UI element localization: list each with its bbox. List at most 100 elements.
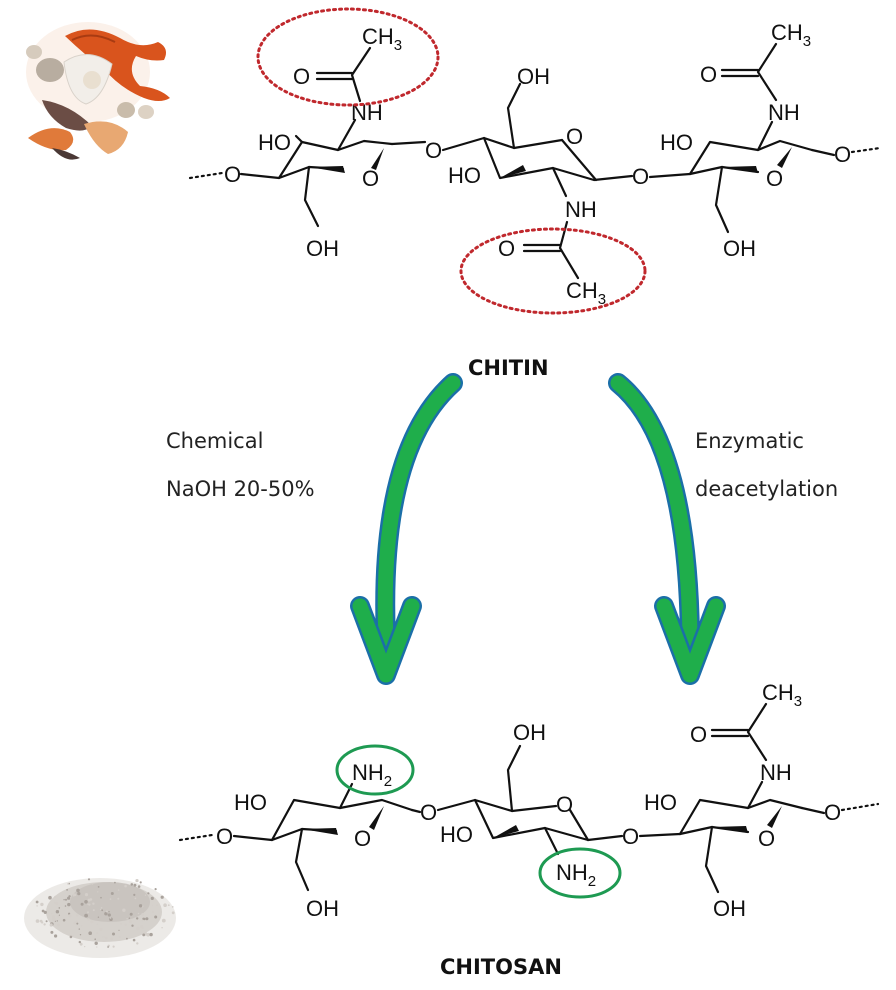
powder-grain [75, 914, 79, 917]
hydroxyl-ho: HO [644, 790, 677, 815]
chain-continuation-left [188, 171, 224, 180]
powder-grain [64, 905, 67, 907]
powder-grain [84, 946, 86, 948]
powder-grain [149, 932, 153, 937]
powder-grain [49, 923, 53, 927]
powder-grain [109, 917, 112, 919]
hydroxyl-oh: OH [723, 236, 756, 261]
glycosidic-oxygen-2: O [622, 824, 639, 849]
chemical-label: Chemical [166, 429, 263, 453]
powder-grain [77, 892, 81, 896]
powder-grain [50, 930, 54, 934]
powder-grain [58, 914, 61, 916]
powder-grain [133, 893, 136, 897]
amine-highlight-1 [335, 744, 415, 796]
powder-grain [137, 885, 141, 888]
powder-grain [48, 895, 52, 900]
chitin-structure: O O HO OH NH O CH3 [188, 7, 882, 315]
powder-grain [103, 936, 106, 938]
powder-grain [57, 915, 60, 918]
powder-grain [110, 892, 114, 895]
powder-grain [141, 919, 144, 922]
chain-continuation-left [178, 833, 214, 842]
powder-grain [132, 938, 136, 942]
powder-grain [96, 923, 99, 925]
powder-grain [136, 942, 139, 945]
powder-grain [126, 917, 128, 920]
amine-highlight-2 [538, 847, 622, 899]
powder-grain [67, 902, 71, 907]
powder-grain [140, 925, 144, 929]
hydroxyl-ho: HO [660, 130, 693, 155]
powder-grain [50, 912, 53, 915]
powder-grain [87, 898, 91, 902]
hydroxyl-oh: OH [517, 64, 550, 89]
enzymatic-arrow [608, 373, 726, 685]
powder-grain [69, 897, 72, 899]
powder-grain [154, 915, 158, 919]
powder-grain [94, 938, 96, 940]
powder-grain [156, 904, 159, 907]
powder-grain [128, 917, 131, 919]
powder-grain [41, 909, 45, 913]
powder-grain [99, 927, 103, 932]
powder-grain [112, 932, 115, 936]
ring-oxygen: O [766, 166, 783, 191]
ring-oxygen: O [566, 124, 583, 149]
hydroxyl-ho: HO [440, 822, 473, 847]
glycosidic-oxygen-1: O [425, 138, 442, 163]
powder-grain [54, 934, 58, 938]
seafood-illustration [26, 22, 170, 160]
powder-grain [142, 933, 146, 937]
powder-grain [72, 893, 77, 897]
powder-grain [78, 940, 82, 944]
chitosan-unit-1: O HO OH NH2 [232, 744, 415, 921]
methyl-ch3: CH3 [566, 278, 606, 308]
powder-grain [101, 909, 104, 912]
powder-grain [88, 931, 92, 935]
ring-oxygen: O [758, 826, 775, 851]
amide-nh: NH [768, 100, 800, 125]
hydroxyl-oh: OH [306, 236, 339, 261]
powder-grain [92, 909, 95, 912]
enzymatic-label: Enzymatic [695, 429, 804, 453]
powder-grain [107, 946, 109, 948]
powder-grain [104, 912, 108, 916]
powder-grain [87, 903, 89, 905]
carbonyl-o: O [293, 64, 310, 89]
powder-grain [107, 913, 111, 917]
powder-grain [55, 901, 59, 906]
powder-grain [88, 903, 91, 906]
chitin-unit-3: O HO OH NH O CH3 [660, 20, 814, 261]
powder-grain [114, 881, 116, 884]
powder-grain [105, 936, 108, 940]
powder-grain [68, 895, 71, 898]
powder-grain [161, 918, 166, 923]
powder-grain [65, 898, 67, 901]
powder-grain [137, 912, 140, 915]
powder-grain [133, 883, 137, 887]
powder-grain [43, 923, 46, 926]
powder-grain [161, 927, 163, 929]
powder-grain [133, 924, 136, 927]
powder-grain [45, 920, 48, 923]
powder-grain [68, 914, 72, 918]
powder-grain [100, 907, 103, 909]
powder-grain [53, 901, 56, 904]
chitin-unit-2: O HO OH NH O CH3 [441, 64, 647, 315]
powder-grain [100, 896, 102, 899]
powder-grain [112, 945, 115, 948]
powder-grain [52, 915, 56, 919]
powder-grain [72, 934, 74, 937]
chitin-title: CHITIN [468, 356, 549, 380]
chitosan-unit-3: O HO OH NH O CH3 [644, 680, 804, 921]
carbonyl-o: O [700, 62, 717, 87]
hydroxyl-ho: HO [448, 163, 481, 188]
powder-grain [102, 936, 104, 938]
methyl-ch3: CH3 [771, 20, 811, 50]
powder-grain [99, 908, 102, 911]
powder-grain [55, 910, 60, 914]
